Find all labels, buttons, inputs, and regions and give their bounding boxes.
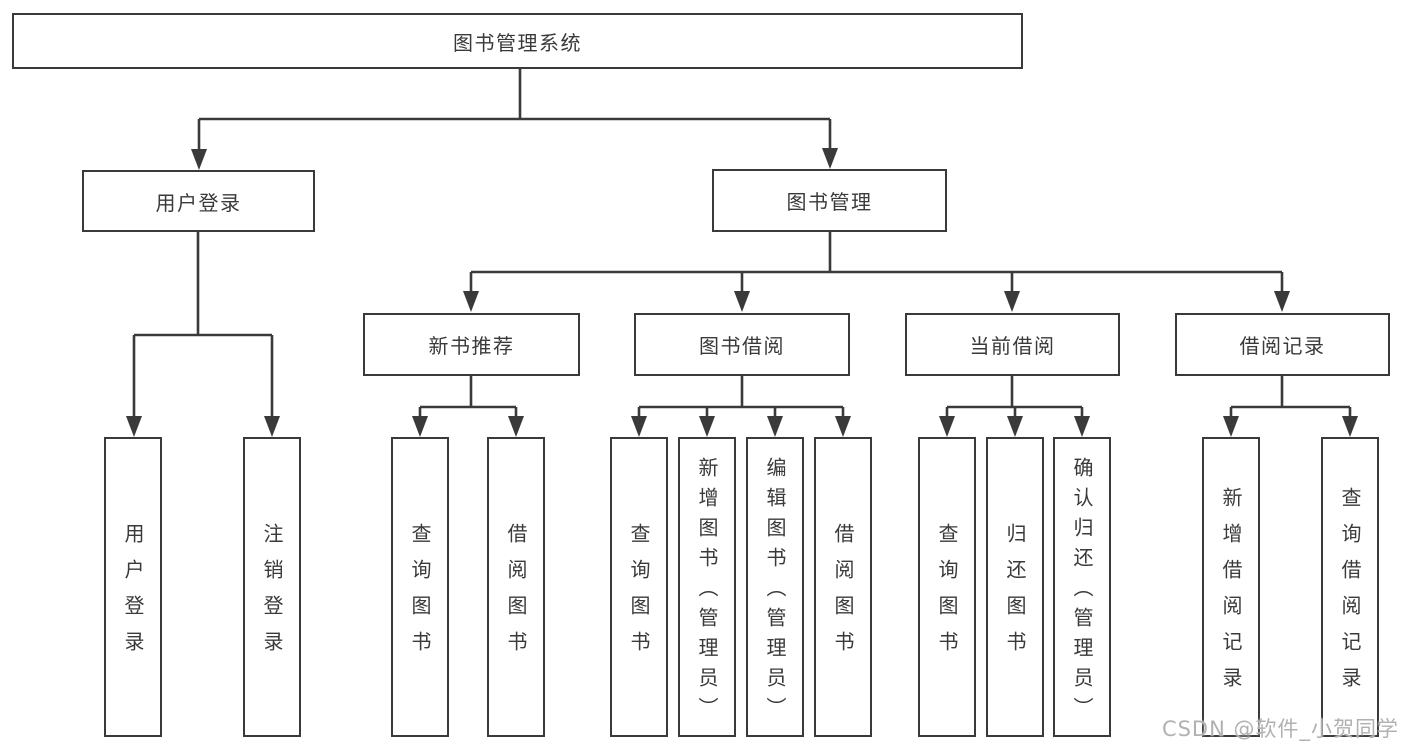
csdn-watermark: CSDN @软件_小贺同学 [1161,717,1399,741]
node-label: 图书管理系统 [453,30,582,55]
arrowhead-icon [835,416,851,437]
node-label: 图书管理 [786,190,873,214]
connector-book-borrow [631,376,851,437]
connector-book-management [463,232,1290,312]
arrowhead-icon [126,416,142,437]
node-new-book-recommend: 新书推荐 [363,313,580,376]
leaf-query-books-current: 查询图书 [918,437,976,737]
node-label: 查询图书 [408,523,432,667]
node-label: 归还图书 [1003,523,1027,667]
leaf-query-borrow-record: 查询借阅记录 [1321,437,1379,737]
node-library-management-system: 图书管理系统 [12,13,1023,69]
node-book-borrow: 图书借阅 [634,313,850,376]
connector-root [191,69,838,170]
node-label: 图书借阅 [699,334,785,358]
node-label: 确认归还（管理员） [1070,457,1094,727]
arrowhead-icon [1007,416,1023,437]
node-label: 借阅记录 [1239,334,1326,358]
arrowhead-icon [734,291,750,312]
node-book-management: 图书管理 [712,169,947,232]
connector-new-book-recommend [412,376,524,437]
node-label: 借阅图书 [504,523,528,667]
node-label: 新增借阅记录 [1219,487,1243,703]
connector-borrow-records [1223,376,1358,437]
arrowhead-icon [1342,416,1358,437]
leaf-add-borrow-record: 新增借阅记录 [1202,437,1260,737]
arrowhead-icon [939,416,955,437]
arrowhead-icon [1074,416,1090,437]
node-label: 当前借阅 [969,334,1056,358]
arrowhead-icon [1223,416,1239,437]
arrowhead-icon [191,149,207,170]
arrowhead-icon [463,291,479,312]
node-current-borrow: 当前借阅 [905,313,1120,376]
connector-current-borrow [939,376,1090,437]
node-label: 新书推荐 [428,334,515,358]
node-user-login: 用户登录 [82,170,315,232]
arrowhead-icon [631,416,647,437]
leaf-edit-book-admin: 编辑图书（管理员） [746,437,804,737]
leaf-logout: 注销登录 [243,437,301,737]
leaf-confirm-return-admin: 确认归还（管理员） [1053,437,1111,737]
node-label: 借阅图书 [831,523,855,667]
arrowhead-icon [767,416,783,437]
arrowhead-icon [699,416,715,437]
arrowhead-icon [822,148,838,169]
arrowhead-icon [508,416,524,437]
leaf-borrow-books: 借阅图书 [814,437,872,737]
leaf-user-login: 用户登录 [104,437,162,737]
leaf-add-book-admin: 新增图书（管理员） [678,437,736,737]
node-label: 注销登录 [260,523,284,667]
node-borrow-records: 借阅记录 [1175,313,1390,376]
arrowhead-icon [264,416,280,437]
arrowhead-icon [1004,291,1020,312]
arrowhead-icon [412,416,428,437]
arrowhead-icon [1274,291,1290,312]
node-label: 编辑图书（管理员） [763,457,787,727]
node-label: 用户登录 [155,190,242,215]
leaf-borrow-books-recommend: 借阅图书 [487,437,545,737]
node-label: 查询图书 [627,523,651,667]
connector-user-login [126,232,280,437]
leaf-return-book: 归还图书 [986,437,1044,737]
node-label: 查询图书 [935,523,959,667]
leaf-query-books-recommend: 查询图书 [391,437,449,737]
node-label: 用户登录 [121,523,145,667]
leaf-query-books-borrow: 查询图书 [610,437,668,737]
node-label: 查询借阅记录 [1338,487,1362,703]
node-label: 新增图书（管理员） [695,457,719,727]
